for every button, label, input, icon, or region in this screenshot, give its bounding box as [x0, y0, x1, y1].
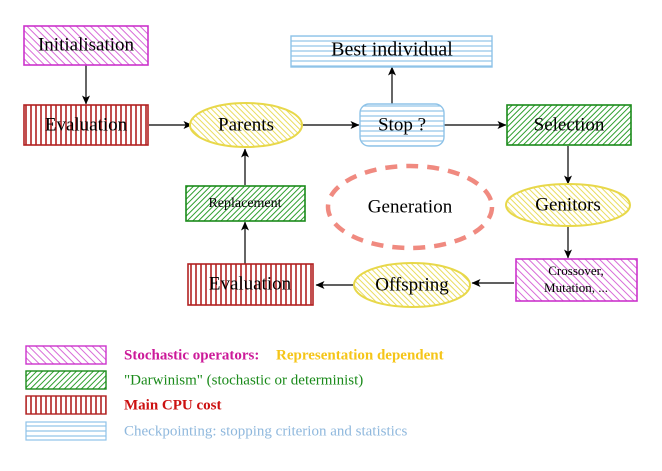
parents-label: Parents	[218, 114, 274, 135]
node-crossover-mutation[interactable]: Crossover, Mutation, ...	[515, 258, 638, 302]
crossover-label-line2: Mutation, ...	[544, 280, 608, 295]
node-initialisation[interactable]: Initialisation	[23, 25, 149, 66]
best-individual-label: Best individual	[331, 39, 453, 61]
legend-item-darwinism: "Darwinism" (stochastic or determinist)	[25, 370, 363, 390]
legend-swatch-darwinism	[25, 370, 107, 390]
legend-label-checkpointing: Checkpointing: stopping criterion and st…	[124, 423, 407, 439]
legend-label-cpu: Main CPU cost	[124, 397, 222, 413]
legend-swatch-cpu	[25, 395, 107, 415]
generation-ellipse	[325, 163, 495, 251]
legend-suffix-representation: Representation dependent	[276, 347, 444, 363]
node-stop[interactable]: Stop ?	[359, 103, 445, 147]
node-replacement[interactable]: Replacement	[185, 185, 306, 222]
genitors-label: Genitors	[535, 194, 600, 215]
crossover-label-line1: Crossover,	[548, 263, 603, 278]
stop-label: Stop ?	[378, 114, 426, 135]
node-selection[interactable]: Selection	[506, 104, 632, 146]
evaluation-top-label: Evaluation	[45, 114, 128, 135]
legend-swatch-checkpointing	[25, 421, 107, 441]
legend: Stochastic operators: Representation dep…	[25, 345, 444, 441]
replacement-box[interactable]	[185, 185, 306, 222]
legend-item-stochastic: Stochastic operators: Representation dep…	[25, 345, 444, 365]
node-evaluation-bottom[interactable]: Evaluation	[187, 263, 314, 306]
legend-item-cpu: Main CPU cost	[25, 395, 222, 415]
parents-ellipse[interactable]	[189, 102, 303, 148]
legend-item-checkpointing: Checkpointing: stopping criterion and st…	[25, 421, 407, 441]
replacement-label: Replacement	[208, 196, 281, 211]
initialisation-box[interactable]	[23, 25, 149, 66]
genitors-ellipse[interactable]	[505, 183, 631, 227]
crossover-mutation-box[interactable]	[515, 258, 638, 302]
node-best-individual[interactable]: Best individual	[290, 35, 493, 68]
legend-swatch-stochastic	[25, 345, 107, 365]
offspring-label: Offspring	[375, 274, 449, 295]
evaluation-top-box[interactable]	[23, 104, 149, 146]
evaluation-bottom-box[interactable]	[187, 263, 314, 306]
node-evaluation-top[interactable]: Evaluation	[23, 104, 149, 146]
legend-label-stochastic: Stochastic operators:	[124, 347, 259, 363]
evaluation-bottom-label: Evaluation	[209, 273, 292, 294]
diagram-edges	[82, 65, 572, 289]
generation-label: Generation	[368, 196, 453, 217]
initialisation-label: Initialisation	[38, 34, 135, 55]
best-individual-box[interactable]	[290, 35, 493, 68]
node-offspring[interactable]: Offspring	[353, 262, 471, 308]
node-parents[interactable]: Parents	[189, 102, 303, 148]
selection-label: Selection	[534, 114, 605, 135]
offspring-ellipse[interactable]	[353, 262, 471, 308]
node-genitors[interactable]: Genitors	[505, 183, 631, 227]
legend-label-darwinism: "Darwinism" (stochastic or determinist)	[124, 372, 363, 388]
selection-box[interactable]	[506, 104, 632, 146]
node-generation: Generation	[325, 163, 495, 251]
stop-box[interactable]	[359, 103, 445, 147]
